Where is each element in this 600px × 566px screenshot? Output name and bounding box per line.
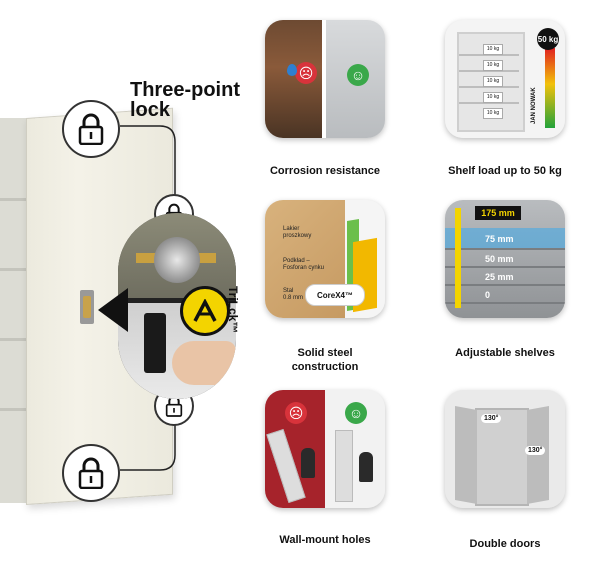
trilck-label: TriLck™ <box>226 286 240 334</box>
feature-caption: Double doors <box>469 538 541 550</box>
shelf-line <box>445 302 565 304</box>
cabinet-shelf <box>0 408 30 411</box>
door-angle: 130° <box>481 414 502 423</box>
cabinet-illustration <box>475 408 529 506</box>
lock-heading: Three-point lock <box>130 80 240 120</box>
feature-tile-wall-mount: ☹ ☺ <box>265 390 385 508</box>
mounted-cabinet <box>335 430 353 502</box>
photo-top <box>118 213 236 298</box>
load-badge: 50 kg <box>537 28 559 50</box>
padlock-icon <box>62 444 120 502</box>
feature-caption: Adjustable shelves <box>455 347 555 359</box>
feature-tile-steel: Lakier proszkowy Podkład – Fosforan cynk… <box>265 200 385 318</box>
height-arrow <box>455 208 461 308</box>
sad-face-icon: ☹ <box>285 402 307 424</box>
cabinet-shelf <box>0 198 30 201</box>
person <box>301 448 315 478</box>
layer-label: Lakier proszkowy <box>283 226 312 239</box>
lock-heading-line1: Three-point <box>130 79 240 101</box>
split-divider <box>322 20 326 138</box>
shelf-line <box>445 248 565 250</box>
door-latch <box>144 313 166 373</box>
hand <box>172 341 236 385</box>
door-angle: 130° <box>525 446 546 455</box>
caption-line: Solid steel <box>297 347 353 359</box>
happy-face-icon: ☺ <box>347 64 369 86</box>
callout-pointer <box>98 288 128 332</box>
photo-bottom <box>118 303 236 399</box>
cabinet-handle <box>80 290 94 324</box>
lock-mechanism-photo <box>118 213 236 399</box>
lock-heading-line2: lock <box>130 99 171 121</box>
feature-tile-adjustable: 175 mm 75 mm 50 mm 25 mm 0 <box>445 200 565 318</box>
trilck-logo-icon <box>180 286 230 336</box>
left-door <box>455 406 477 504</box>
weight-box: 10 kg <box>483 92 503 103</box>
height-mark: 0 <box>485 290 491 300</box>
feature-tile-double-doors: 130° 130° <box>445 390 565 508</box>
right-door <box>527 406 549 504</box>
feature-tile-shelf-load: 10 kg 10 kg 10 kg 10 kg 10 kg 50 kg JAN … <box>445 20 565 138</box>
water-drop-icon <box>287 64 297 76</box>
happy-face-icon: ☺ <box>345 402 367 424</box>
shelf <box>459 86 519 88</box>
weight-box: 10 kg <box>483 60 503 71</box>
height-mark: 50 mm <box>485 254 514 264</box>
feature-caption: Solid steel construction <box>240 346 410 374</box>
shelf <box>459 102 519 104</box>
height-mark: 25 mm <box>485 272 514 282</box>
sad-face-icon: ☹ <box>295 62 317 84</box>
shelf-line <box>445 266 565 268</box>
shelf-line <box>445 284 565 286</box>
person <box>359 452 373 482</box>
highlight-band <box>445 228 565 248</box>
cabinet-shelf <box>0 268 30 271</box>
load-gauge <box>545 48 555 128</box>
feature-caption: Corrosion resistance <box>269 165 381 177</box>
layer-label: Stal 0.8 mm <box>283 288 304 301</box>
key-cylinder <box>154 237 200 283</box>
height-badge: 175 mm <box>475 206 521 220</box>
shelf <box>459 70 519 72</box>
corex-badge: CoreX4™ <box>305 284 365 306</box>
shelf <box>459 54 519 56</box>
height-mark: 75 mm <box>485 234 514 244</box>
caption-line: construction <box>291 361 359 373</box>
inspector-name: JAN NOWAK <box>531 87 537 124</box>
weight-box: 10 kg <box>483 108 503 119</box>
weight-box: 10 kg <box>483 44 503 55</box>
weight-box: 10 kg <box>483 76 503 87</box>
padlock-icon <box>62 100 120 158</box>
feature-caption: Shelf load up to 50 kg <box>448 165 562 177</box>
feature-caption: Wall-mount holes <box>279 534 371 546</box>
layer-label: Podkład – Fosforan cynku <box>283 258 325 271</box>
cabinet-shelf <box>0 338 30 341</box>
feature-tile-corrosion: ☹ ☺ <box>265 20 385 138</box>
